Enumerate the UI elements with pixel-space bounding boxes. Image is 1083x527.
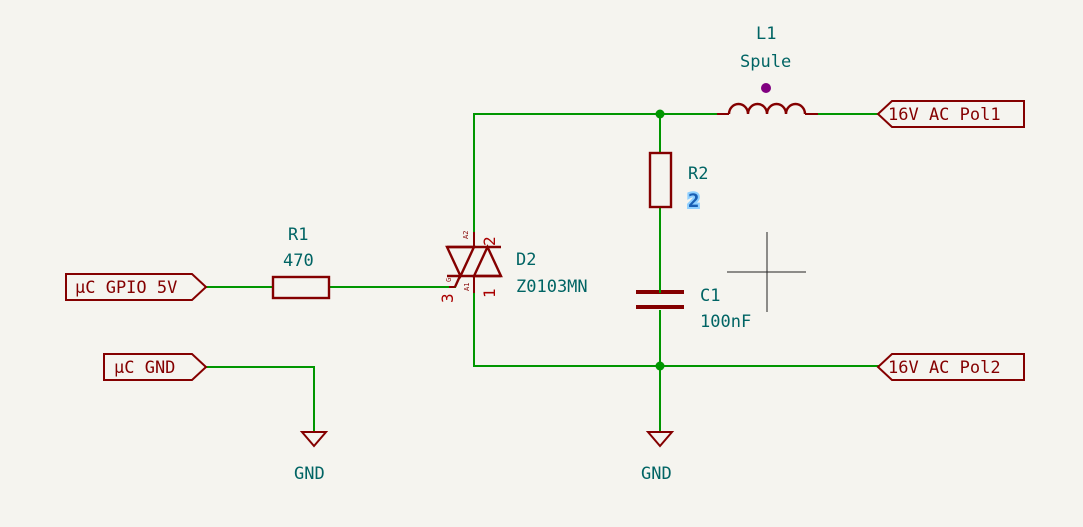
gnd-left-label: GND [294,464,325,484]
d2-pinname-g: G [445,278,453,282]
l1-value: Spule [740,52,791,72]
r2-value-highlight: 2 [688,190,699,212]
port-pol1-label: 16V AC Pol1 [888,105,1001,125]
port-ugnd[interactable]: µC GND [103,353,208,381]
d2-pin-a2: 2 [480,236,499,246]
port-ugnd-label: µC GND [114,358,175,378]
capacitor-c1[interactable]: C1 100nF [636,261,751,332]
gnd-symbol-left[interactable]: GND [294,431,329,484]
c1-value: 100nF [700,312,751,332]
gnd-right-label: GND [641,464,672,484]
d2-pin-g: 3 [438,293,457,303]
d2-value: Z0103MN [516,277,588,297]
r1-ref: R1 [288,225,308,245]
d2-ref: D2 [516,250,536,270]
resistor-r1[interactable]: R1 470 [271,225,331,300]
l1-ref: L1 [756,24,776,44]
l1-polarity-dot [761,83,771,93]
port-pol2-label: 16V AC Pol2 [888,358,1001,378]
d2-pinname-a1: A1 [463,283,471,291]
r2-ref: R2 [688,164,708,184]
wires [206,113,879,433]
crosshair-cursor-icon [727,232,806,312]
d2-pinname-a2: A2 [462,231,470,239]
inductor-l1[interactable]: L1 Spule [717,24,818,115]
port-gpio-label: µC GPIO 5V [75,278,177,298]
triac-d2[interactable]: 2 1 3 A2 A1 G D2 Z0103MN [438,231,588,303]
junction-bottom [655,361,665,371]
d2-pin-a1: 1 [480,288,499,298]
junction-top [655,109,665,119]
port-gpio[interactable]: µC GPIO 5V [65,273,208,301]
port-pol1[interactable]: 16V AC Pol1 [876,100,1025,128]
r2-value: 2 [688,190,699,212]
c1-ref: C1 [700,286,720,306]
port-pol2[interactable]: 16V AC Pol2 [876,353,1025,381]
r1-value: 470 [283,251,314,271]
resistor-r2[interactable]: R2 2 2 [648,151,708,214]
gnd-symbol-right[interactable]: GND [641,431,675,484]
